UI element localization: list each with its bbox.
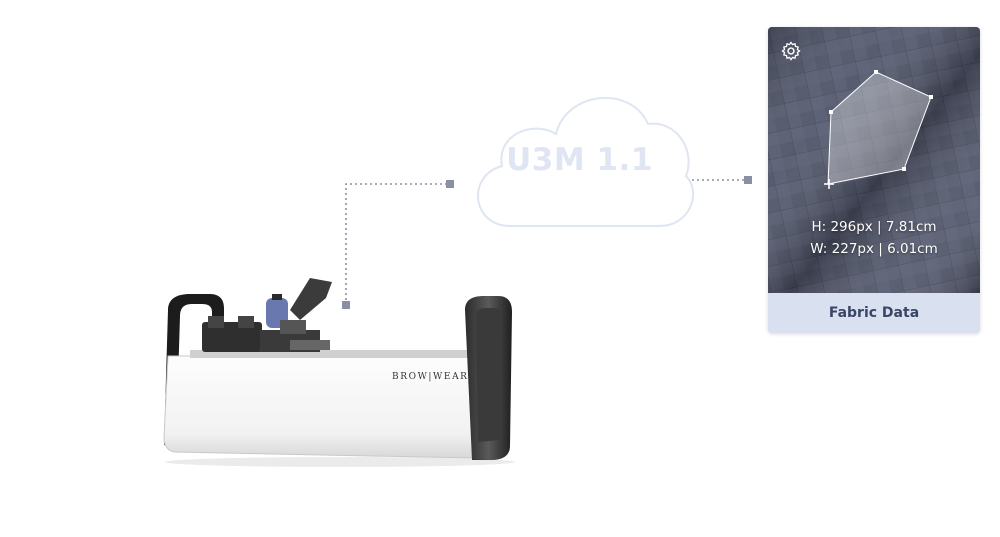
measurement-polygon — [827, 70, 933, 185]
gear-icon[interactable] — [780, 40, 802, 62]
connector-node-cloud-in — [446, 180, 454, 188]
connector-cloud-to-card — [692, 176, 752, 184]
fabric-data-card[interactable]: H: 296px | 7.81cm W: 227px | 6.01cm Fabr… — [768, 27, 980, 333]
scanner-body — [163, 355, 476, 459]
left-handle — [164, 294, 224, 445]
u3m-cloud: U3M 1.1 — [462, 80, 697, 235]
fabric-data-footer[interactable]: Fabric Data — [768, 293, 980, 333]
top-plate — [190, 350, 470, 358]
cloud-shape — [477, 96, 695, 227]
fabric-image — [768, 27, 980, 293]
height-readout: H: 296px | 7.81cm — [811, 219, 937, 235]
crosshair-icon — [824, 179, 834, 189]
width-readout: W: 227px | 6.01cm — [810, 241, 938, 257]
scanner-illustration — [163, 278, 515, 467]
scanner-device — [150, 270, 530, 470]
clamp-mechanism — [202, 278, 332, 352]
cloud-label: U3M 1.1 — [506, 142, 653, 178]
right-frame-window — [476, 308, 502, 442]
scanner-brand-label: BROW|WEAR — [392, 372, 469, 382]
connector-node-card-in — [744, 176, 752, 184]
